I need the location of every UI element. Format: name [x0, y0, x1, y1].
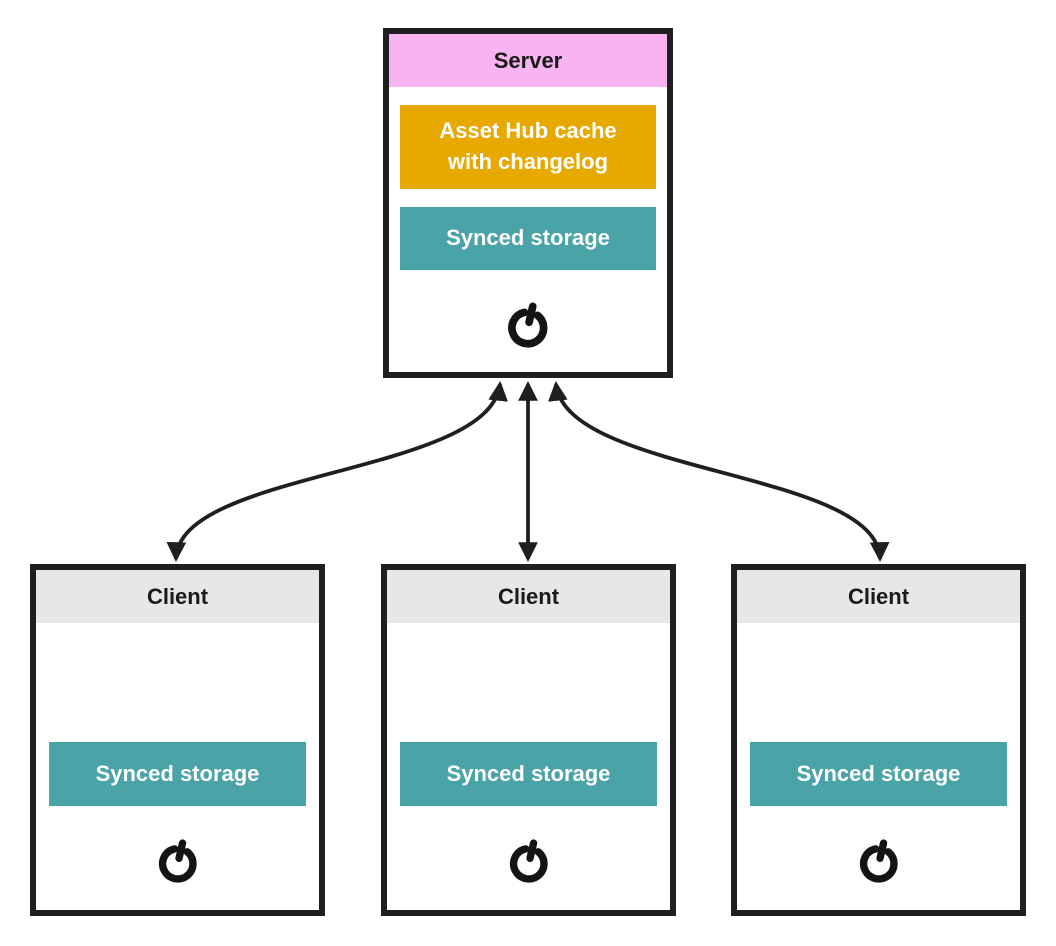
- client-title: Client: [847, 583, 910, 609]
- client-header: Client: [36, 570, 319, 623]
- asset-hub-cache-chip: Asset Hub cache with changelog: [400, 105, 656, 189]
- client-node-right: Client Synced storage: [731, 564, 1026, 916]
- client-title: Client: [497, 583, 560, 609]
- server-node: Server Asset Hub cache with changelog Sy…: [383, 28, 673, 378]
- client-node-left: Client Synced storage: [30, 564, 325, 916]
- synced-storage-label: Synced storage: [796, 760, 961, 786]
- client-header: Client: [387, 570, 670, 623]
- synced-storage-label: Synced storage: [95, 760, 260, 786]
- synced-storage-chip: Synced storage: [400, 207, 656, 270]
- power-icon: [509, 839, 548, 883]
- power-icon: [859, 839, 898, 883]
- arrow-server-client-left: [166, 381, 508, 562]
- synced-storage-chip: Synced storage: [49, 742, 306, 806]
- synced-storage-chip: Synced storage: [750, 742, 1007, 806]
- client-node-middle: Client Synced storage: [381, 564, 676, 916]
- asset-hub-cache-label: Asset Hub cache with changelog: [439, 118, 617, 174]
- power-icon: [508, 302, 548, 348]
- client-header: Client: [737, 570, 1020, 623]
- power-icon: [158, 839, 197, 883]
- server-header: Server: [389, 34, 667, 87]
- server-title: Server: [493, 47, 563, 73]
- synced-storage-chip: Synced storage: [400, 742, 657, 806]
- synced-storage-label: Synced storage: [446, 225, 610, 251]
- client-title: Client: [146, 583, 209, 609]
- arrow-server-client-right: [548, 381, 890, 562]
- synced-storage-label: Synced storage: [446, 760, 611, 786]
